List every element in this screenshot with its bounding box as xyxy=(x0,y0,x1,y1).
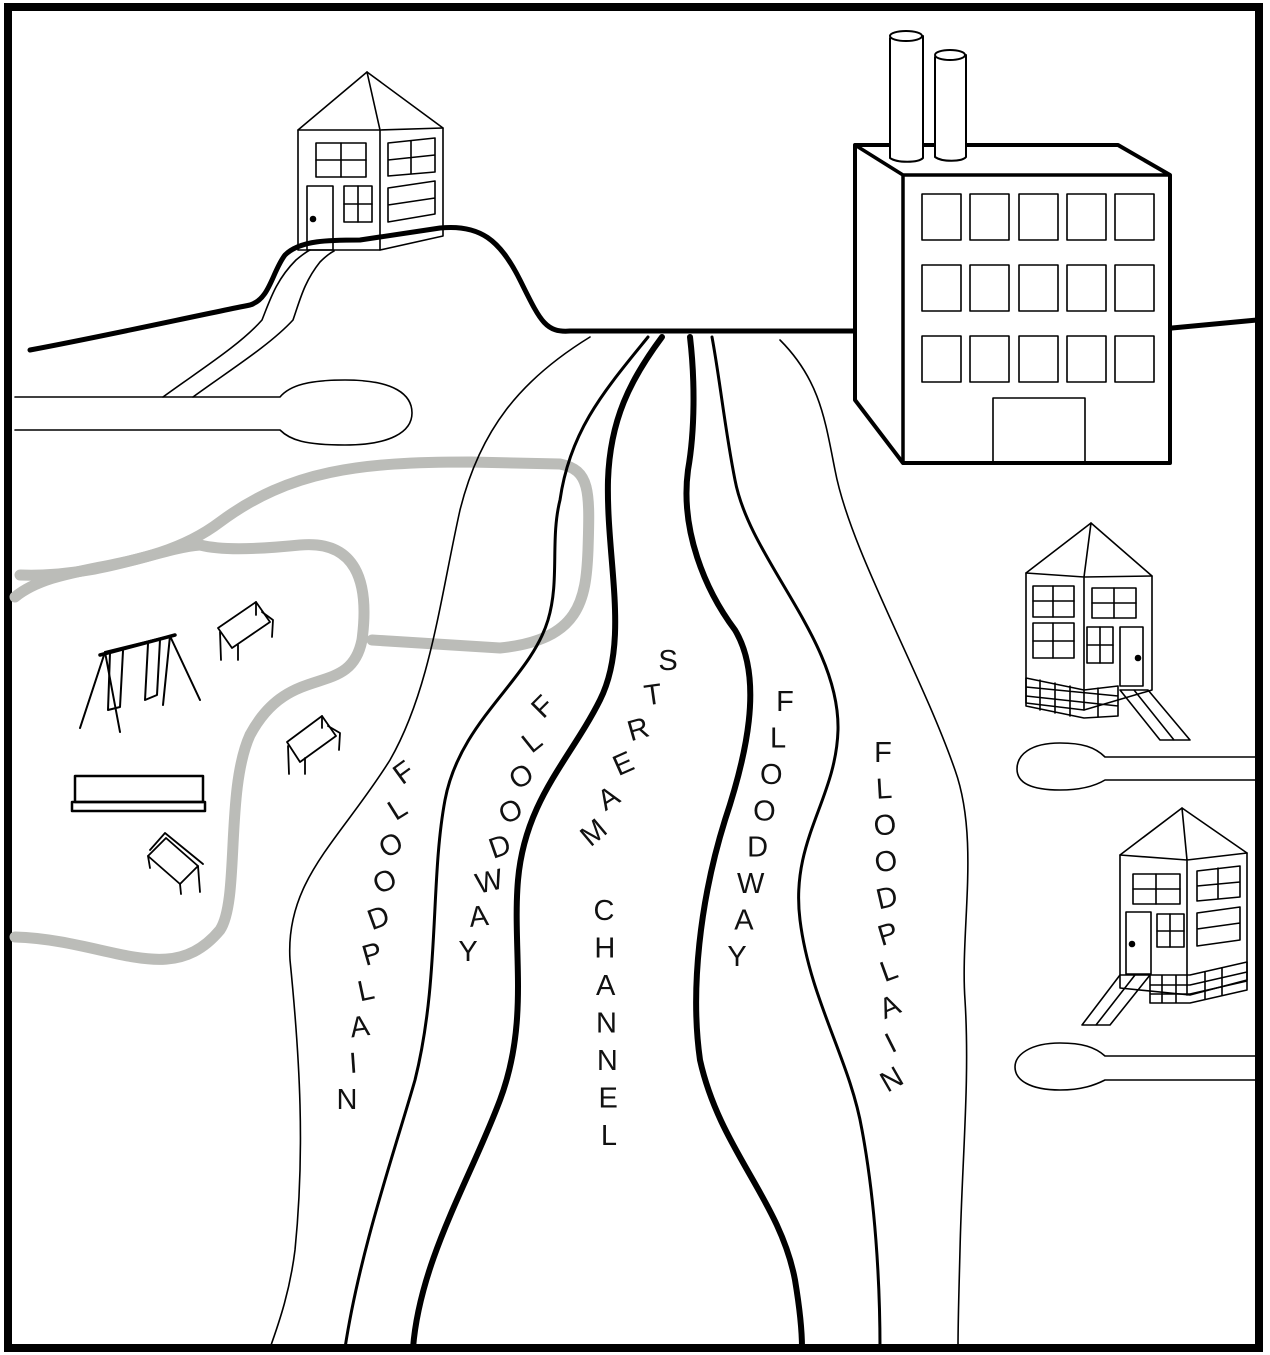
label-channel-letter: E xyxy=(599,1083,618,1115)
label-right-floodplain-letter: L xyxy=(875,773,893,806)
label-channel-letter: A xyxy=(596,970,616,1002)
label-right-floodway-letter: Y xyxy=(727,941,746,973)
label-right-floodway-letter: O xyxy=(753,795,776,827)
label-right-floodplain-letter: F xyxy=(874,737,892,769)
label-left-floodplain-letter: N xyxy=(337,1084,358,1116)
label-right-floodway-letter: A xyxy=(734,905,754,937)
label-left-floodway-letter: Y xyxy=(458,936,477,968)
label-right-floodway-letter: W xyxy=(737,868,765,900)
label-channel-letter: N xyxy=(597,1045,618,1077)
label-right-floodway-letter: F xyxy=(776,686,794,718)
label-right-floodway-letter: L xyxy=(770,722,786,754)
label-channel-letter: L xyxy=(601,1120,617,1152)
label-right-floodway-letter: D xyxy=(747,832,768,864)
label-right-floodway-letter: O xyxy=(760,759,783,791)
label-channel-letter: C xyxy=(594,895,615,927)
label-channel-letter: N xyxy=(596,1008,617,1040)
label-right-floodplain-letter: O xyxy=(872,808,898,842)
label-channel-letter: H xyxy=(594,933,615,965)
label-stream-letter: S xyxy=(658,645,677,677)
